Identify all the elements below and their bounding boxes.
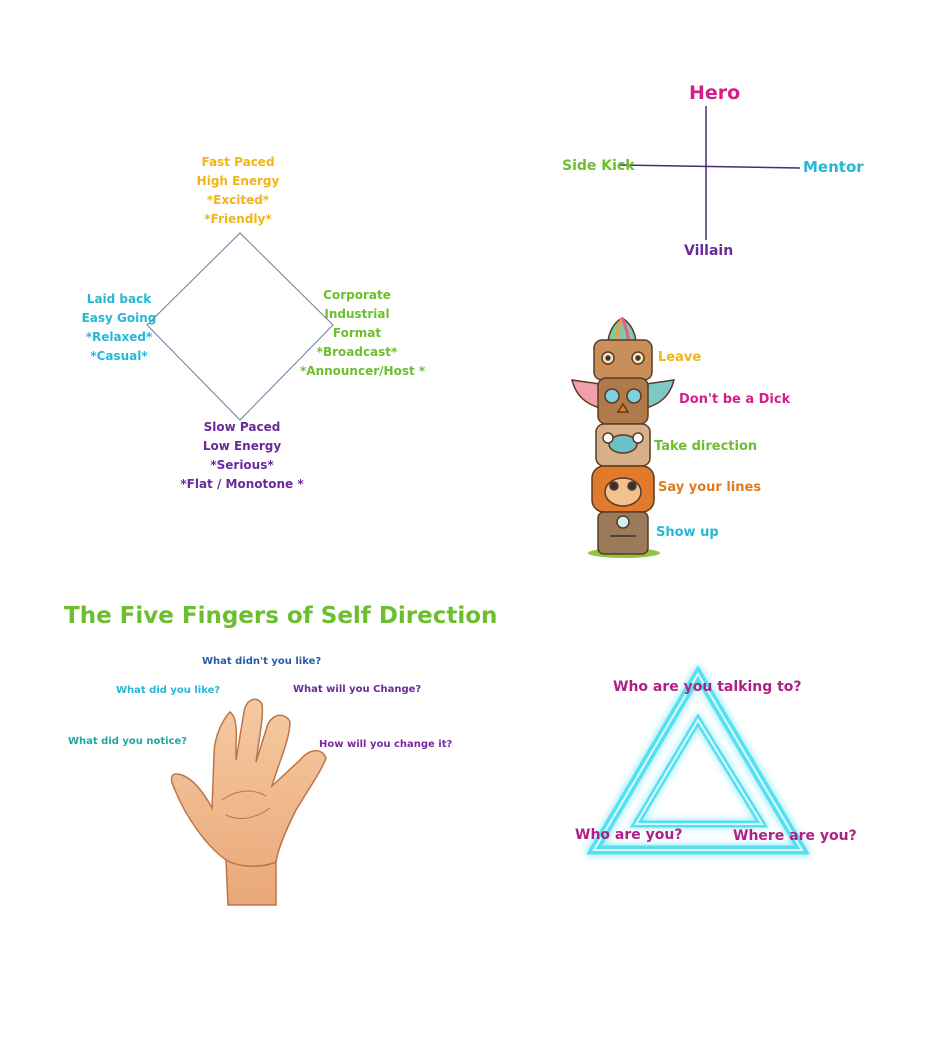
neon-triangle-shape <box>594 674 802 850</box>
energy-left-line: *Casual* <box>72 347 166 366</box>
energy-top-line: Fast Paced <box>178 153 298 172</box>
energy-bottom-line: Low Energy <box>172 437 312 456</box>
totem-item-leave: Leave <box>658 350 701 365</box>
energy-left-line: Laid back <box>72 290 166 309</box>
triangle-right-label: Where are you? <box>733 828 857 844</box>
energy-right-line: Format <box>300 324 414 343</box>
energy-right-line: Corporate <box>300 286 414 305</box>
triangle-left-label: Who are you? <box>575 827 682 843</box>
finger-question-did-like: What did you like? <box>116 685 220 696</box>
finger-question-did-notice: What did you notice? <box>68 736 187 747</box>
triangle-top-label: Who are you talking to? <box>613 679 802 695</box>
energy-top-line: *Friendly* <box>178 210 298 229</box>
energy-top-line: *Excited* <box>178 191 298 210</box>
energy-right-label: Corporate Industrial Format *Broadcast* … <box>300 286 414 381</box>
totem-item-take-direction: Take direction <box>654 439 757 454</box>
energy-right-line: *Announcer/Host * <box>300 362 414 381</box>
energy-top-line: High Energy <box>178 172 298 191</box>
finger-question-will-change: What will you Change? <box>293 684 421 695</box>
five-fingers-title: The Five Fingers of Self Direction <box>64 603 497 629</box>
role-mentor-label: Mentor <box>803 158 864 176</box>
totem-item-say-your-lines: Say your lines <box>658 480 761 495</box>
totem-item-show-up: Show up <box>656 525 719 540</box>
hand-icon <box>171 699 326 905</box>
role-villain-label: Villain <box>684 243 733 259</box>
finger-question-didnt-like: What didn't you like? <box>202 656 321 667</box>
finger-question-how-change: How will you change it? <box>319 739 452 750</box>
role-sidekick-label: Side Kick <box>562 158 635 174</box>
energy-left-label: Laid back Easy Going *Relaxed* *Casual* <box>72 290 166 366</box>
energy-left-line: *Relaxed* <box>72 328 166 347</box>
cross-horizontal-line <box>618 165 800 168</box>
energy-left-line: Easy Going <box>72 309 166 328</box>
energy-bottom-line: Slow Paced <box>172 418 312 437</box>
energy-top-label: Fast Paced High Energy *Excited* *Friend… <box>178 153 298 229</box>
role-hero-label: Hero <box>689 82 740 104</box>
energy-right-line: *Broadcast* <box>300 343 414 362</box>
energy-right-line: Industrial <box>300 305 414 324</box>
energy-bottom-label: Slow Paced Low Energy *Serious* *Flat / … <box>172 418 312 494</box>
energy-bottom-line: *Serious* <box>172 456 312 475</box>
energy-bottom-line: *Flat / Monotone * <box>172 475 312 494</box>
totem-item-dont-be-a-dick: Don't be a Dick <box>679 392 790 407</box>
